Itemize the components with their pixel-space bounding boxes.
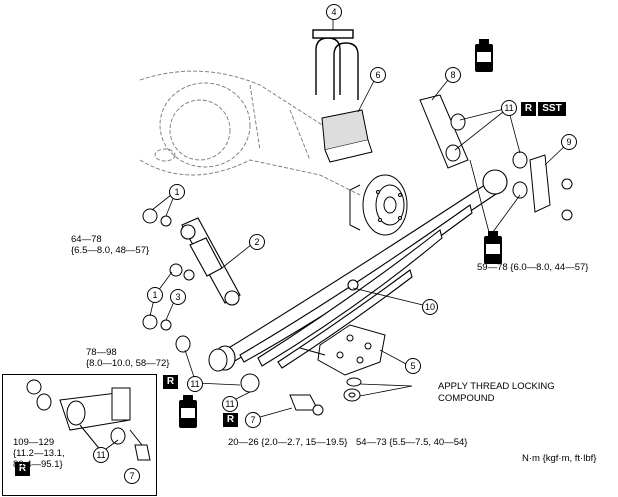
callout-8: 8 bbox=[445, 67, 461, 83]
inset-detail-box bbox=[2, 374, 157, 496]
mounting-hardware bbox=[142, 208, 324, 416]
tag-r-top: R bbox=[521, 102, 536, 116]
spring-plate bbox=[299, 324, 386, 376]
callout-1b: 1 bbox=[147, 287, 163, 303]
shock-absorber bbox=[180, 217, 241, 306]
torque-1-line1: 64—78 bbox=[71, 234, 102, 245]
units-note: N·m {kgf·m, ft·lbf} bbox=[522, 453, 597, 464]
rear-axle-housing bbox=[139, 70, 361, 196]
torque-1-line2: {6.5—8.0, 48—57} bbox=[71, 245, 150, 256]
shackle-and-hanger bbox=[419, 94, 573, 221]
leaf-spring bbox=[214, 169, 508, 371]
torque-2-line2: {8.0—10.0, 58—72} bbox=[86, 358, 170, 369]
tag-r-bottom: R bbox=[223, 413, 238, 427]
callout-11c: 11 bbox=[222, 396, 238, 412]
callout-1: 1 bbox=[169, 184, 185, 200]
callout-11d: 11 bbox=[93, 447, 109, 463]
callout-9: 9 bbox=[561, 134, 577, 150]
torque-6-line1: 109—129 bbox=[13, 437, 55, 448]
plate-nuts bbox=[343, 377, 362, 402]
brake-drum bbox=[349, 174, 408, 236]
callout-2: 2 bbox=[249, 234, 265, 250]
torque-3: 59—78 {6.0—8.0, 44—57} bbox=[477, 262, 589, 273]
inset-parts bbox=[26, 379, 151, 461]
callout-3: 3 bbox=[170, 289, 186, 305]
torque-6-line2: {11.2—13.1, bbox=[13, 448, 65, 459]
torque-5: 54—73 {5.5—7.5, 40—54} bbox=[356, 437, 468, 448]
spring-seat-pad bbox=[321, 109, 373, 163]
torque-2-line1: 78—98 bbox=[86, 347, 117, 358]
callout-6: 6 bbox=[370, 67, 386, 83]
callout-11b: 11 bbox=[187, 376, 203, 392]
u-bolts bbox=[312, 29, 359, 100]
callout-7b: 7 bbox=[124, 468, 140, 484]
callout-5: 5 bbox=[405, 358, 421, 374]
torque-4: 20—26 {2.0—2.7, 15—19.5} bbox=[228, 437, 348, 448]
callout-10: 10 bbox=[422, 299, 438, 315]
callout-4: 4 bbox=[326, 4, 342, 20]
tag-sst: SST bbox=[538, 102, 566, 116]
thread-lock-note-line2: COMPOUND bbox=[438, 393, 495, 404]
torque-6-line3: 80.4—95.1} bbox=[13, 459, 63, 470]
callout-11a: 11 bbox=[501, 100, 517, 116]
tag-r-inset: R bbox=[15, 462, 30, 476]
tag-r-left: R bbox=[163, 375, 178, 389]
callout-7a: 7 bbox=[245, 412, 261, 428]
thread-lock-note-line1: APPLY THREAD LOCKING bbox=[438, 381, 555, 392]
